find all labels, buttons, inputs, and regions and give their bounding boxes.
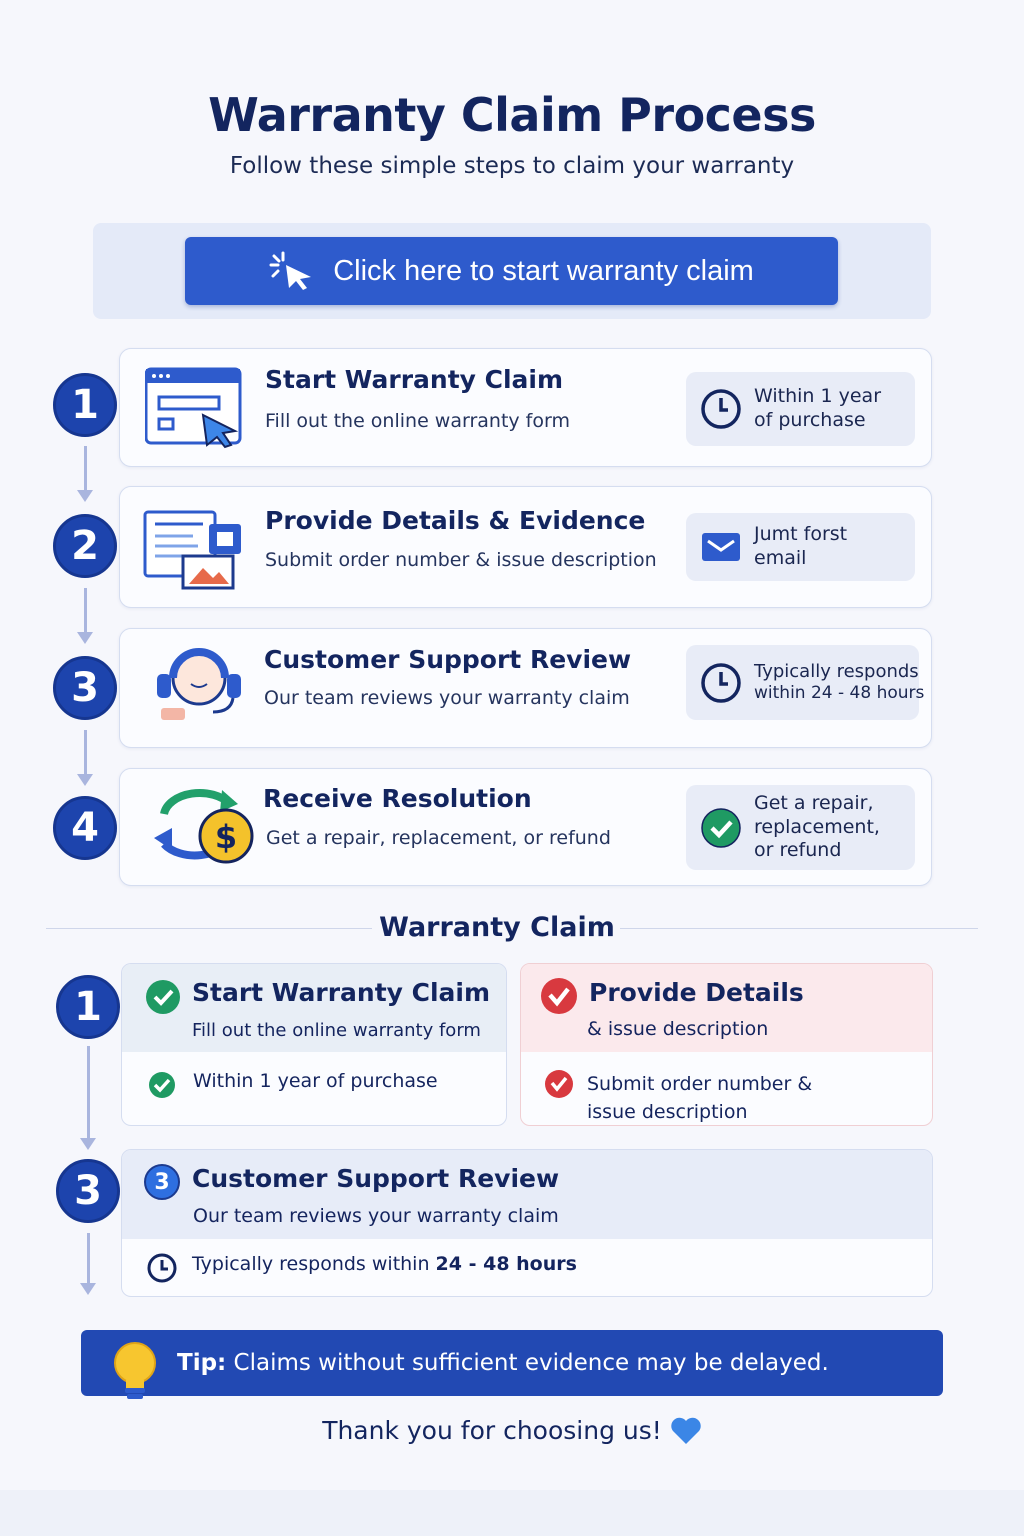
summary-card-review: 3 Customer Support Review Our team revie…	[121, 1149, 933, 1297]
section-title: Warranty Claim	[379, 912, 615, 943]
summary-arrow	[80, 1046, 96, 1150]
step-title-2: Provide Details & Evidence	[265, 506, 646, 535]
footer: Thank you for choosing us!	[0, 1416, 1024, 1445]
summary-item: Submit order number & issue description	[587, 1070, 813, 1125]
step-desc-3: Our team reviews your warranty claim	[264, 687, 630, 709]
tip-label: Tip:	[177, 1350, 227, 1376]
step-arrow	[77, 588, 93, 644]
summary-desc: Fill out the online warranty form	[192, 1020, 481, 1041]
step-title-4: Receive Resolution	[263, 784, 532, 813]
page-subtitle: Follow these simple steps to claim your …	[229, 153, 795, 179]
divider	[620, 928, 978, 929]
item-text: Typically responds within	[192, 1253, 436, 1275]
item-bold: 24 - 48 hours	[435, 1253, 577, 1275]
summary-number-3: 3	[56, 1159, 120, 1223]
note-line: or refund	[754, 839, 842, 862]
lightbulb-icon	[114, 1342, 156, 1399]
start-claim-button[interactable]: Click here to start warranty claim	[185, 237, 838, 305]
step-desc-2: Submit order number & issue description	[265, 549, 657, 571]
page-title: Warranty Claim Process	[208, 88, 816, 142]
tip-text: Claims without sufficient evidence may b…	[226, 1350, 829, 1376]
step-desc-4: Get a repair, replacement, or refund	[266, 827, 611, 849]
step-arrow	[77, 730, 93, 786]
clock-icon	[701, 389, 741, 429]
divider	[46, 928, 372, 929]
summary-card-start: Start Warranty Claim Fill out the online…	[121, 963, 507, 1126]
step-number-4: 4	[53, 796, 117, 860]
clock-icon	[147, 1253, 177, 1283]
note-line: Jumt forst	[754, 523, 848, 546]
step-number-2: 2	[53, 514, 117, 578]
note-line: Within 1 year	[754, 385, 882, 408]
email-icon	[702, 533, 740, 561]
item-line: Submit order number &	[587, 1073, 813, 1095]
note-line: Typically responds	[754, 660, 919, 682]
check-circle-icon	[545, 1070, 573, 1098]
summary-arrow	[80, 1233, 96, 1295]
step-badge: 3	[144, 1164, 180, 1200]
documents-photo-icon	[143, 510, 241, 590]
support-headset-icon	[157, 648, 241, 720]
summary-title: Start Warranty Claim	[192, 978, 491, 1007]
note-line: replacement,	[754, 815, 880, 838]
check-circle-icon	[146, 980, 180, 1014]
cursor-click-icon	[269, 251, 312, 290]
start-claim-label: Click here to start warranty claim	[333, 254, 754, 287]
note-line: Get a repair,	[754, 791, 874, 814]
refund-dollar-icon: $	[154, 789, 254, 864]
note-line: email	[754, 547, 807, 569]
step-desc-1: Fill out the online warranty form	[265, 410, 570, 432]
item-line: issue description	[587, 1101, 748, 1123]
note-line: of purchase	[754, 409, 866, 431]
web-form-icon	[145, 367, 242, 449]
summary-desc: & issue description	[587, 1018, 769, 1040]
check-circle-icon	[541, 978, 577, 1014]
step-title-1: Start Warranty Claim	[265, 365, 564, 394]
step-note-4: Get a repair,replacement,or refund	[686, 785, 915, 870]
check-circle-icon	[149, 1072, 175, 1098]
heart-icon	[671, 1417, 701, 1444]
bottom-strip	[0, 1490, 1024, 1536]
tip-bar: Tip: Claims without sufficient evidence …	[81, 1330, 943, 1396]
summary-title: Customer Support Review	[192, 1164, 560, 1193]
clock-icon	[701, 662, 741, 703]
step-number-3: 3	[53, 656, 117, 720]
svg-text:$: $	[215, 818, 237, 856]
summary-item: Typically responds within 24 - 48 hours	[192, 1253, 577, 1275]
step-arrow	[77, 446, 93, 502]
step-number-1: 1	[53, 373, 117, 437]
summary-number-1: 1	[56, 975, 120, 1039]
summary-item: Within 1 year of purchase	[193, 1070, 438, 1092]
step-title-3: Customer Support Review	[264, 645, 632, 674]
summary-desc: Our team reviews your warranty claim	[193, 1205, 559, 1227]
summary-title: Provide Details	[589, 978, 804, 1007]
footer-text: Thank you for choosing us!	[322, 1416, 662, 1445]
check-circle-icon	[701, 807, 741, 848]
summary-card-details: Provide Details & issue description Subm…	[520, 963, 933, 1126]
note-line: within 24 - 48 hours	[754, 683, 925, 704]
